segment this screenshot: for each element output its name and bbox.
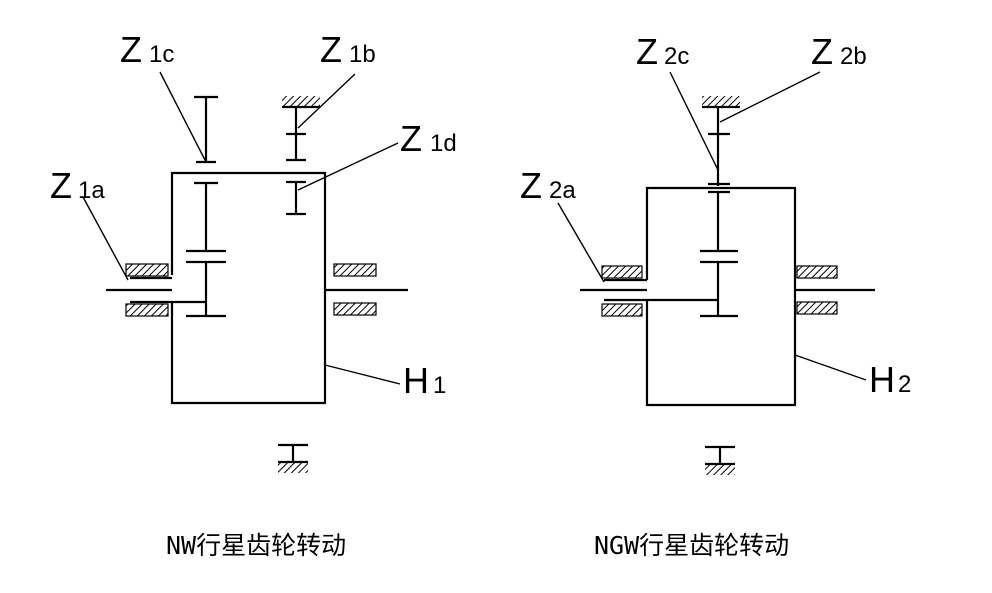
- label-z2b: Z 2b: [811, 31, 867, 72]
- carrier-h2: [645, 186, 797, 407]
- carrier-h1: [170, 171, 327, 405]
- bearing-nw-right-bottom: [333, 302, 377, 316]
- label-z1b: Z 1b: [320, 29, 376, 70]
- svg-text:Z: Z: [811, 31, 833, 72]
- svg-text:H: H: [403, 360, 429, 401]
- svg-text:Z: Z: [320, 29, 342, 70]
- label-z2a: Z 2a: [520, 165, 576, 206]
- label-z1a: Z 1a: [50, 165, 105, 206]
- svg-text:H: H: [869, 359, 895, 400]
- caption-nw: NW行星齿轮转动: [166, 531, 346, 560]
- svg-text:1: 1: [433, 372, 446, 399]
- label-z1c: Z 1c: [120, 29, 174, 70]
- svg-text:Z: Z: [400, 118, 422, 159]
- svg-text:Z: Z: [520, 165, 542, 206]
- svg-text:1b: 1b: [349, 41, 376, 68]
- bearing-ngw-right-top: [796, 265, 838, 279]
- svg-text:1d: 1d: [430, 130, 457, 157]
- caption-ngw: NGW行星齿轮转动: [594, 531, 789, 560]
- svg-text:Z: Z: [120, 29, 142, 70]
- bearing-nw-left-bottom: [125, 303, 169, 317]
- svg-text:2: 2: [898, 371, 911, 398]
- svg-text:1a: 1a: [78, 177, 105, 204]
- bearing-ngw-left-bottom: [601, 303, 643, 317]
- svg-text:1c: 1c: [149, 41, 174, 68]
- label-z2c: Z 2c: [636, 31, 689, 72]
- bearing-nw-left-top: [125, 263, 169, 277]
- bearing-nw-right-top: [333, 263, 377, 277]
- svg-text:2a: 2a: [549, 177, 576, 204]
- bearing-ngw-right-bottom: [796, 301, 838, 315]
- svg-text:Z: Z: [636, 31, 658, 72]
- svg-text:2b: 2b: [840, 43, 867, 70]
- label-h2: H 2: [869, 359, 911, 400]
- bearing-ngw-left-top: [601, 265, 643, 279]
- label-z1d: Z 1d: [400, 118, 457, 159]
- ngw-diagram: [557, 71, 875, 475]
- label-h1: H 1: [403, 360, 446, 401]
- nw-diagram: [82, 71, 408, 473]
- svg-text:2c: 2c: [664, 43, 689, 70]
- svg-text:Z: Z: [50, 165, 72, 206]
